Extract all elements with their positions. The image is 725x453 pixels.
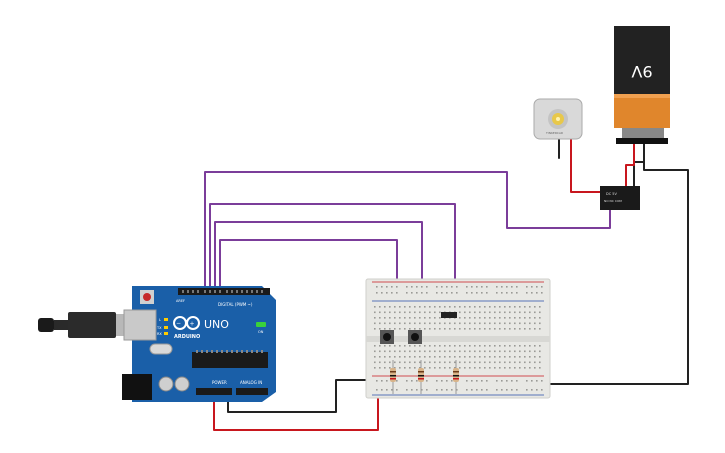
resistor-3[interactable] <box>453 360 459 394</box>
power-header <box>196 388 232 395</box>
push-button-1[interactable] <box>380 330 394 344</box>
digital-pins <box>182 290 263 293</box>
push-button-2[interactable] <box>408 330 422 344</box>
dc-motor[interactable]: TINKERCAD <box>533 98 583 140</box>
relay-module[interactable]: DC 5V NO NC COM <box>600 186 640 210</box>
analog-header <box>236 388 268 395</box>
arduino-board <box>132 286 276 402</box>
wire-purple-relay[interactable] <box>204 171 611 291</box>
atmega-chip <box>192 352 268 368</box>
led-rx-label: RX <box>157 332 162 336</box>
led-component[interactable] <box>441 312 457 318</box>
wire-purple-button2[interactable] <box>214 221 423 309</box>
motor-brand: TINKERCAD <box>545 131 564 135</box>
led-rx <box>164 332 168 335</box>
digital-header-label: DIGITAL (PWM ~) <box>218 302 253 307</box>
led-on <box>256 322 266 327</box>
analog-header-label: ANALOG IN <box>240 380 262 385</box>
svg-text:+: + <box>190 321 195 328</box>
resistor-1[interactable] <box>390 360 396 394</box>
breadboard-channel <box>366 336 550 342</box>
relay-label-1: DC 5V <box>606 192 617 196</box>
arduino-uno[interactable]: DIGITAL (PWM ~) AREF − + ARDUINO UNO L T… <box>122 286 276 402</box>
resistor-2[interactable] <box>418 360 424 394</box>
wire-red-battery-relay[interactable] <box>625 143 635 187</box>
dc-barrel-jack <box>122 374 152 400</box>
wire-red-5v[interactable] <box>213 391 379 431</box>
breadboard[interactable] <box>365 278 551 399</box>
led-l-label: L <box>159 318 161 322</box>
breadboard-holes <box>374 286 543 391</box>
arduino-model: UNO <box>204 318 229 331</box>
wire-red-motor-relay[interactable] <box>570 141 604 193</box>
led-tx-label: TX <box>156 326 162 330</box>
arduino-logo: − + <box>173 316 200 330</box>
digital-header <box>178 288 270 295</box>
wire-black-gnd-arduino[interactable] <box>227 379 373 413</box>
arduino-brand: ARDUINO <box>174 334 200 340</box>
wire-black-relay-battery[interactable] <box>633 161 645 187</box>
battery-bottom <box>614 96 670 128</box>
svg-text:−: − <box>176 320 181 327</box>
capacitor-1 <box>158 376 174 392</box>
led-on-label: ON <box>258 330 264 334</box>
crystal <box>149 343 173 355</box>
relay-label-2: NO NC COM <box>604 199 622 203</box>
led-tx <box>164 326 168 329</box>
aref-label: AREF <box>176 299 185 303</box>
led-l <box>164 318 168 321</box>
chip-pins-top <box>196 350 263 353</box>
wire-purple-button1[interactable] <box>219 239 398 309</box>
battery-clip <box>622 128 664 140</box>
battery-9v[interactable]: 9V <box>614 26 670 144</box>
capacitor-2 <box>174 376 190 392</box>
battery-top <box>614 26 670 96</box>
battery-label: 9V <box>631 62 652 81</box>
wire-purple-led[interactable] <box>209 203 456 313</box>
power-header-label: POWER <box>212 380 227 385</box>
usb-port <box>123 309 157 341</box>
